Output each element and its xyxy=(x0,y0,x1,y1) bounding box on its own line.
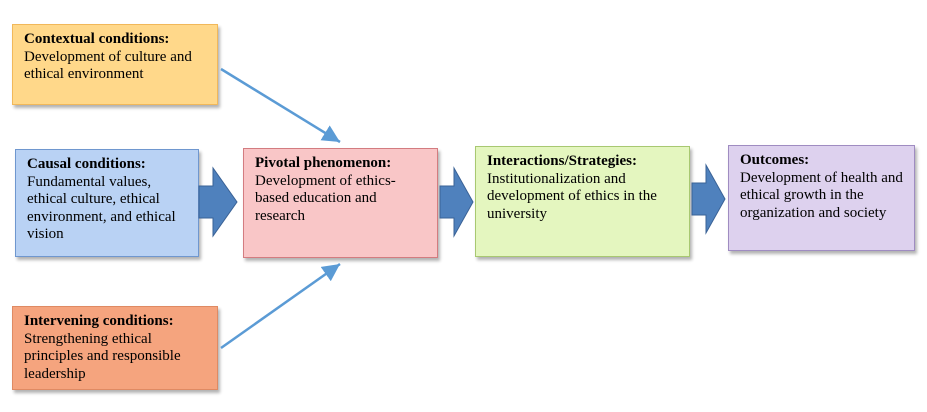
causal-conditions-box: Causal conditions: Fundamental values, e… xyxy=(15,149,199,257)
interactions-strategies-box: Interactions/Strategies: Institutionaliz… xyxy=(475,146,690,257)
pivotal-to-interactions-block-arrow xyxy=(439,166,474,238)
intervening-to-pivotal-arrow xyxy=(220,262,341,350)
intervening-conditions-title: Intervening conditions: xyxy=(24,313,174,329)
outcomes-text: Development of health and ethical growth… xyxy=(740,169,903,221)
causal-to-pivotal-block-arrow xyxy=(198,166,238,238)
intervening-conditions-text: Strengthening ethical principles and res… xyxy=(24,330,181,382)
causal-conditions-text: Fundamental values, ethical culture, eth… xyxy=(27,173,176,243)
pivotal-phenomenon-box: Pivotal phenomenon: Development of ethic… xyxy=(243,148,438,258)
interactions-strategies-title: Interactions/Strategies: xyxy=(487,153,637,169)
contextual-to-pivotal-arrow xyxy=(220,67,341,144)
contextual-conditions-box: Contextual conditions: Development of cu… xyxy=(12,24,218,105)
outcomes-box: Outcomes: Development of health and ethi… xyxy=(728,145,915,251)
causal-conditions-title: Causal conditions: xyxy=(27,156,146,172)
pivotal-phenomenon-text: Development of ethics-based education an… xyxy=(255,172,396,224)
interactions-strategies-text: Institutionalization and development of … xyxy=(487,170,657,222)
outcomes-title: Outcomes: xyxy=(740,152,810,168)
interactions-to-outcomes-block-arrow xyxy=(691,163,726,235)
intervening-conditions-box: Intervening conditions: Strengthening et… xyxy=(12,306,218,390)
contextual-conditions-title: Contextual conditions: xyxy=(24,31,170,47)
contextual-conditions-text: Development of culture and ethical envir… xyxy=(24,48,192,83)
pivotal-phenomenon-title: Pivotal phenomenon: xyxy=(255,155,392,171)
